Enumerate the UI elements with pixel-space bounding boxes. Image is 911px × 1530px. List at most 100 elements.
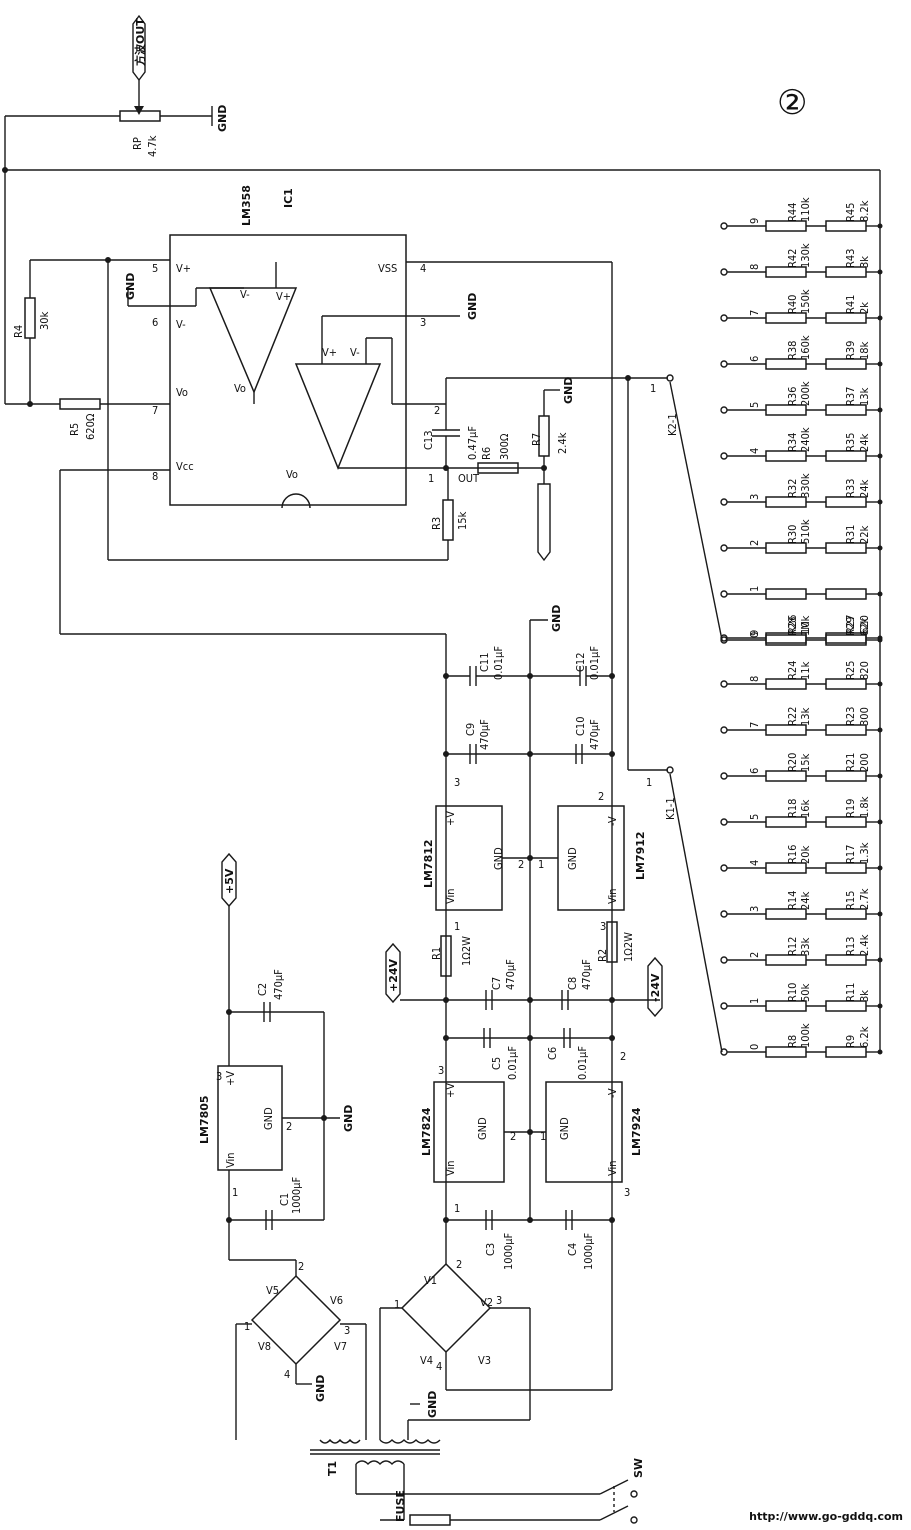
- bank-upper-r2-name: R41: [844, 295, 857, 314]
- c11-name: C11: [478, 652, 491, 672]
- bank-upper-r-value: 1M: [799, 621, 812, 636]
- lm7805-pin-gnd: GND: [262, 1107, 275, 1130]
- bank-upper-r2-name: R33: [844, 479, 857, 498]
- lm7912-pin-out: -V: [606, 816, 619, 826]
- svg-text:4: 4: [284, 1368, 290, 1381]
- svg-text:1: 1: [454, 920, 460, 933]
- p5-label: +5V: [223, 868, 236, 894]
- bank-upper-r2-value: 24k: [858, 433, 871, 452]
- sheet-number: ②: [777, 83, 807, 123]
- bank-lower-r2-name: R9: [844, 1035, 857, 1048]
- p24-label: +24V: [387, 958, 400, 992]
- bank-upper-r-name: R28: [786, 617, 799, 636]
- lm7824-pin-out: +V: [444, 1083, 457, 1098]
- bank-lower-r-value: 20k: [799, 845, 812, 864]
- lm7812-pin-out: +V: [444, 811, 457, 826]
- bank-lower-r2-value: 200: [858, 753, 871, 772]
- svg-text:2: 2: [286, 1120, 292, 1133]
- bank-upper-r-value: 330k: [799, 473, 812, 498]
- r7-gnd: GND: [562, 377, 575, 404]
- five-volt-supply: +5V C2 470μF LM7805 +V GND Vin GND C1 10…: [198, 852, 355, 1260]
- bank-lower-r-value: 24k: [799, 891, 812, 910]
- bank-lower-r2-name: R23: [844, 707, 857, 726]
- gnd-bridge-5v: GND: [314, 1375, 327, 1402]
- bank-upper-pos-label: 6: [748, 356, 761, 362]
- v2-label: V2: [480, 1296, 493, 1309]
- svg-text:3: 3: [344, 1324, 350, 1337]
- feedback-network: R4 30k R5 620Ω R3 15k C13 0.47μF R6 300Ω: [5, 257, 668, 635]
- bank-lower-r-name: R26: [786, 615, 799, 634]
- bank-upper-r-value: 160k: [799, 335, 812, 360]
- bank-lower-r2-name: R25: [844, 661, 857, 680]
- gnd-transformer: GND: [426, 1391, 439, 1418]
- potentiometer-rp: RP 4.7k GND: [5, 105, 229, 157]
- bank-lower-r2-name: R19: [844, 799, 857, 818]
- ic1-pin-3: 3: [420, 316, 426, 329]
- bank-upper-r-name: R38: [786, 341, 799, 360]
- lm7924-pin-gnd: GND: [558, 1117, 571, 1140]
- svg-text:1: 1: [646, 776, 652, 789]
- bank-upper-r-name: R34: [786, 433, 799, 452]
- bank-lower-pos-label: 9: [748, 630, 761, 636]
- switch-k2-1: 1 K2-1: [650, 374, 723, 641]
- r7-name: R7: [530, 433, 543, 446]
- svg-text:3: 3: [438, 1064, 444, 1077]
- bank-upper-r2-name: R29: [844, 617, 857, 636]
- bank-lower-pos-label: 6: [748, 768, 761, 774]
- svg-text:3: 3: [216, 1070, 222, 1083]
- svg-text:1: 1: [232, 1186, 238, 1199]
- ic1-pin-5: 5: [152, 262, 158, 275]
- c5-name: C5: [490, 1057, 503, 1070]
- ic1-gnd-3: GND: [466, 293, 479, 320]
- bank-lower-r-value: 50k: [799, 983, 812, 1002]
- bank-lower-r-value: 11k: [799, 661, 812, 680]
- r1-value: 1Ω2W: [460, 936, 473, 966]
- vo-output-arc: [281, 493, 311, 509]
- c13-value: 0.47μF: [466, 426, 479, 460]
- bank-upper-r2-value: 8.2k: [858, 200, 871, 222]
- bank-upper-r2-name: R43: [844, 249, 857, 268]
- bank-upper-r-name: R30: [786, 525, 799, 544]
- amp2-lbl-vminus: V-: [350, 346, 360, 359]
- bank-lower-r2-name: R21: [844, 753, 857, 772]
- v3-label: V3: [478, 1354, 491, 1367]
- svg-text:2: 2: [518, 858, 524, 871]
- rp-name: RP: [131, 137, 144, 150]
- svg-text:1: 1: [540, 1130, 546, 1143]
- svg-text:3: 3: [600, 920, 606, 933]
- bank-upper-pos-label: 1: [748, 586, 761, 592]
- c11-value: 0.01μF: [492, 646, 505, 680]
- bank-upper-r2-name: R35: [844, 433, 857, 452]
- c6-value: 0.01μF: [576, 1046, 589, 1080]
- svg-text:2: 2: [510, 1130, 516, 1143]
- c9-name: C9: [464, 723, 477, 736]
- v7-label: V7: [334, 1340, 347, 1353]
- c4-value: 1000μF: [582, 1233, 595, 1270]
- svg-text:3: 3: [624, 1186, 630, 1199]
- svg-text:1: 1: [454, 1202, 460, 1215]
- bank-lower-r-value: 100k: [799, 1023, 812, 1048]
- bank-lower-r-name: R20: [786, 753, 799, 772]
- ic1-lbl-vminus: V-: [176, 318, 186, 331]
- bank-upper-row-1: 1: [720, 586, 883, 600]
- bridge-rectifier-5v: 2 1 3 4 V5 V6 V7 V8 GND: [229, 1259, 350, 1402]
- v8-label: V8: [258, 1340, 271, 1353]
- ic1-ref: IC1: [282, 188, 295, 208]
- lm7924-pin-vin: Vin: [606, 1160, 619, 1176]
- bank-upper-r-name: R42: [786, 249, 799, 268]
- r1-name: R1: [430, 947, 443, 960]
- lm7824-pin-gnd: GND: [476, 1117, 489, 1140]
- c3-value: 1000μF: [502, 1233, 515, 1270]
- bank-upper-pos-label: 2: [748, 540, 761, 546]
- p24-terminal: [385, 942, 401, 1004]
- r5-name: R5: [68, 423, 81, 436]
- transformer-t1: GND T1 FUSE SW: [235, 1308, 645, 1526]
- rp-value: 4.7k: [146, 135, 159, 157]
